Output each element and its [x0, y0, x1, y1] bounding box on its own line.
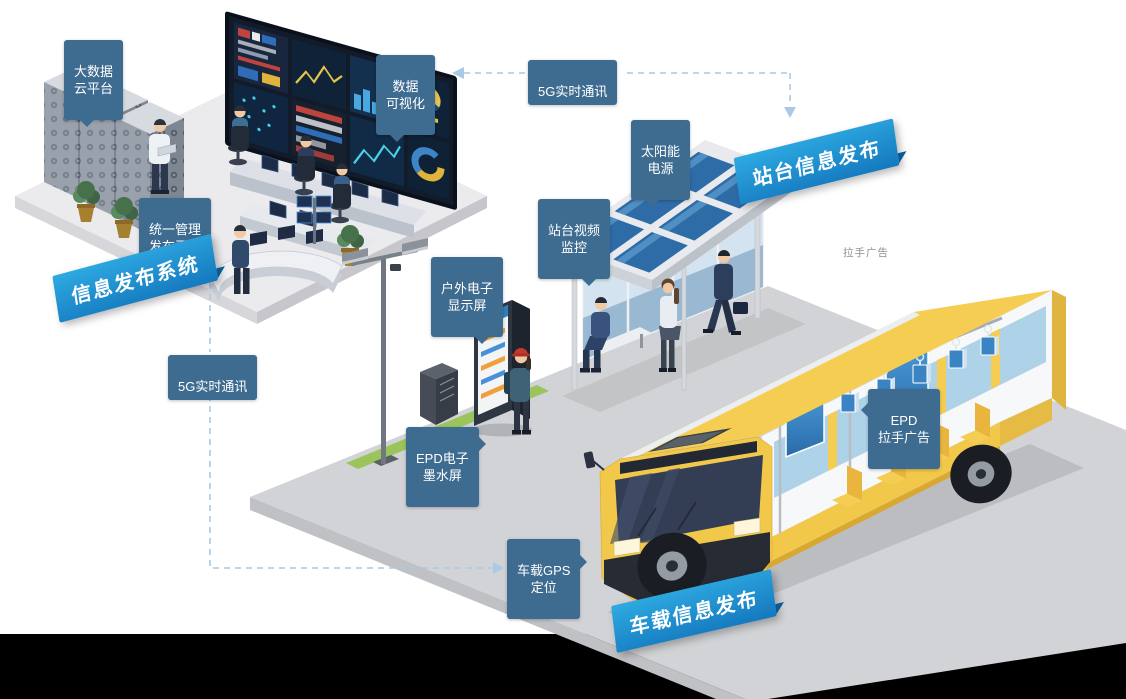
label-outdoor-display-text: 户外电子 显示屏 [441, 280, 494, 314]
headlight-right [733, 517, 761, 537]
label-pointer [475, 337, 490, 345]
desk-operator-person [232, 225, 250, 294]
label-pointer [478, 437, 486, 451]
bus-shelter [555, 140, 800, 391]
label-cloud-platform-text: 大数据 云平台 [74, 63, 114, 97]
label-epd-handle-ad: EPD 拉手广告 [861, 389, 941, 470]
street-lamp [342, 238, 428, 466]
ribbon-fold [775, 602, 786, 615]
label-gps-text: 车载GPS 定位 [517, 562, 571, 596]
label-5g-realtime-top: 5G实时通讯 [528, 60, 618, 106]
label-cloud-platform: 大数据 云平台 [64, 40, 124, 128]
label-data-visualization-text: 数据 可视化 [386, 78, 426, 112]
label-pointer [861, 403, 868, 417]
connector-arrows [452, 67, 796, 574]
ribbon-fold [897, 151, 908, 164]
link-5g-station [627, 72, 791, 106]
trash-bin [420, 363, 458, 425]
bus-wheels [637, 444, 1012, 600]
label-pointer [390, 135, 404, 143]
bus-seats [832, 402, 990, 507]
label-5g-realtime-left-text: 5G实时通讯 [178, 378, 248, 394]
label-outdoor-display: 户外电子 显示屏 [431, 257, 504, 345]
label-pointer [80, 120, 94, 128]
label-5g-realtime-top-text: 5G实时通讯 [538, 83, 608, 99]
standing-woman [659, 278, 681, 372]
bus-roof [622, 290, 1052, 461]
label-gps: 车载GPS 定位 [507, 539, 588, 620]
lamp-camera-icon [390, 264, 401, 271]
walking-man-briefcase [703, 250, 748, 335]
curved-desk [209, 195, 343, 303]
passengers [580, 250, 748, 373]
label-pointer [580, 555, 588, 569]
bus [583, 289, 1066, 610]
engineer-person [149, 119, 177, 194]
label-station-cctv: 站台视频 监控 [538, 199, 611, 287]
seated-operators [228, 105, 351, 224]
caption-handle-ad: 拉手广告 [843, 247, 889, 259]
sitting-man [580, 297, 610, 373]
label-epd-handle-ad-text: EPD 拉手广告 [878, 412, 931, 446]
label-solar-power: 太阳能 电源 [631, 120, 691, 208]
pedestrian-red-hat [504, 348, 531, 435]
headlight-left [613, 537, 641, 557]
label-epd-eink: EPD电子 墨水屏 [406, 427, 486, 508]
label-solar-power-text: 太阳能 电源 [641, 143, 681, 177]
label-station-cctv-text: 站台视频 监控 [548, 222, 601, 256]
plants [73, 181, 364, 266]
label-data-visualization: 数据 可视化 [376, 55, 436, 143]
label-5g-realtime-left: 5G实时通讯 [168, 355, 258, 401]
label-epd-eink-text: EPD电子 墨水屏 [416, 450, 469, 484]
label-pointer [645, 200, 659, 208]
label-pointer [582, 279, 597, 287]
